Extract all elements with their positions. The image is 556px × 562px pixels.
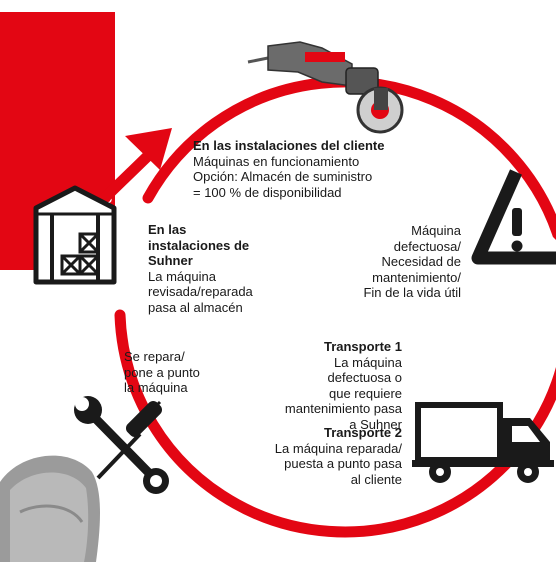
suhner-line-3: pasa al almacén bbox=[148, 299, 243, 315]
customer-line-3: = 100 % de disponibilidad bbox=[193, 184, 342, 200]
transport2-line-2: puesta a punto pasa bbox=[284, 456, 402, 471]
repair-line-3: la máquina bbox=[124, 380, 188, 395]
suhner-title-3: Suhner bbox=[148, 253, 193, 268]
defect-line-3: Necesidad de bbox=[381, 254, 462, 269]
repair-block: Se repara/ pone a punto la máquina bbox=[124, 349, 200, 396]
repair-line-1: Se repara/ bbox=[124, 349, 185, 364]
cycle-ring bbox=[114, 76, 556, 538]
customer-block: En las instalaciones del cliente Máquina… bbox=[193, 138, 384, 200]
warning-icon bbox=[471, 169, 556, 265]
cycle-arrowhead bbox=[125, 128, 172, 170]
transport1-line-1: La máquina bbox=[334, 354, 402, 370]
warehouse-icon bbox=[33, 185, 117, 285]
transport1-line-5: a Suhner bbox=[349, 416, 402, 432]
defect-line-2: defectuosa/ bbox=[393, 238, 461, 254]
tools-icon bbox=[74, 396, 169, 494]
suhner-title-1: En las bbox=[148, 222, 187, 237]
defect-line-5: Fin de la vida útil bbox=[363, 285, 461, 300]
suhner-line-2: revisada/reparada bbox=[148, 284, 253, 299]
customer-line-1: Máquinas en funcionamiento bbox=[193, 153, 360, 169]
customer-line-2: Opción: Almacén de suministro bbox=[193, 169, 373, 184]
transport1-line-4: mantenimiento pasa bbox=[284, 401, 402, 416]
transport2-line-1: La máquina reparada/ bbox=[274, 440, 402, 456]
transport2-block: Transporte 2 La máquina reparada/ puesta… bbox=[275, 425, 402, 487]
transport1-line-2: defectuosa o bbox=[327, 370, 402, 385]
transport2-title: Transporte 2 bbox=[323, 425, 402, 440]
transport2-line-3: al cliente bbox=[350, 471, 402, 487]
defect-line-4: mantenimiento/ bbox=[372, 269, 461, 285]
repair-line-2: pone a punto bbox=[124, 364, 200, 380]
suhner-line-1: La máquina bbox=[148, 268, 216, 284]
transport1-title: Transporte 1 bbox=[323, 339, 402, 354]
defect-block: Máquina defectuosa/ Necesidad de manteni… bbox=[363, 223, 461, 301]
person-photo bbox=[0, 455, 100, 562]
transport1-line-3: que requiere bbox=[329, 385, 402, 401]
angle-grinder-icon bbox=[247, 41, 404, 134]
transport1-block: Transporte 1 La máquina defectuosa o que… bbox=[285, 339, 402, 432]
defect-line-1: Máquina bbox=[411, 223, 461, 238]
suhner-title-2: instalaciones de bbox=[148, 237, 250, 253]
truck-icon bbox=[412, 402, 554, 483]
suhner-block: En las instalaciones de Suhner La máquin… bbox=[148, 222, 253, 315]
customer-title: En las instalaciones del cliente bbox=[193, 138, 385, 153]
